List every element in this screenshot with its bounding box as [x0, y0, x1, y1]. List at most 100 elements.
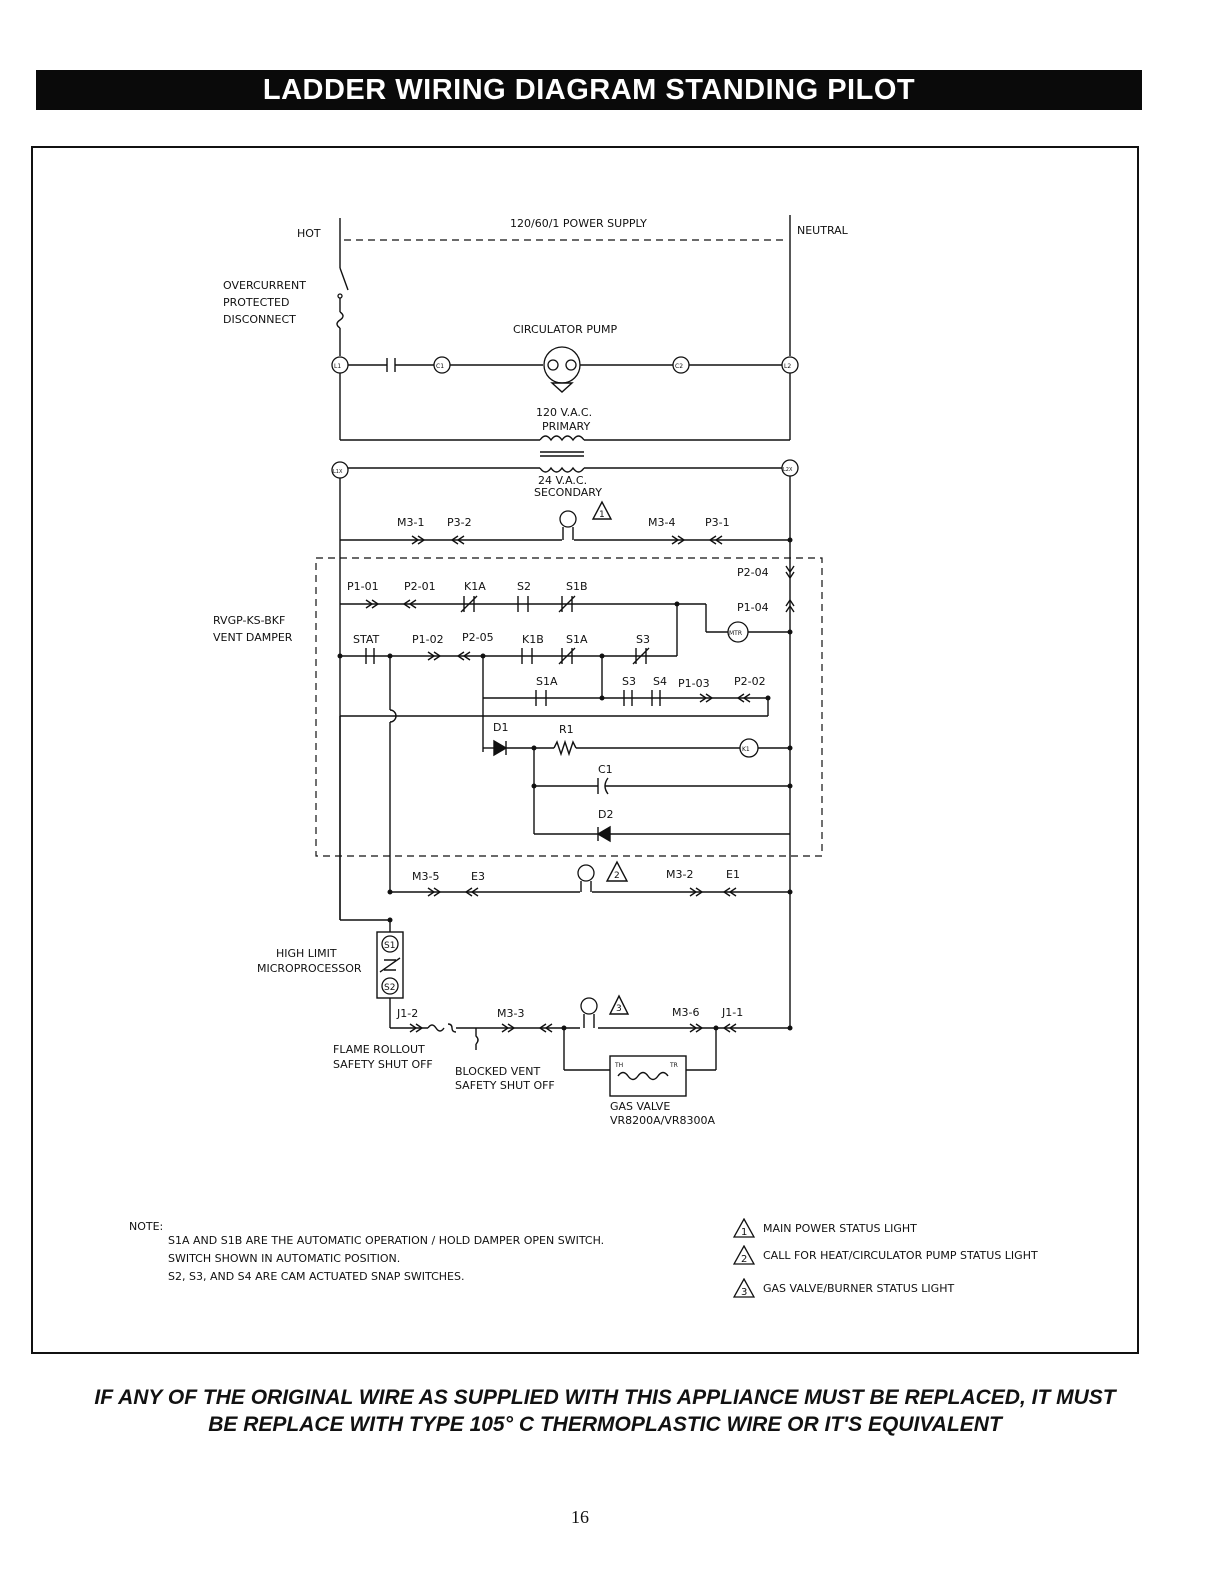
svg-text:P3-1: P3-1 — [705, 516, 730, 529]
svg-text:TR: TR — [669, 1062, 678, 1069]
legend-text: MAIN POWER STATUS LIGHT — [763, 1221, 917, 1235]
notes-heading: NOTE: — [129, 1220, 164, 1233]
hot-label: HOT — [297, 227, 321, 240]
disconnect-label-3: DISCONNECT — [223, 313, 296, 326]
svg-text:L1X: L1X — [333, 469, 343, 475]
svg-text:P1-02: P1-02 — [412, 633, 444, 646]
flame-rollout-switch — [427, 1024, 445, 1032]
svg-text:2: 2 — [614, 871, 620, 881]
primary-label-2: PRIMARY — [542, 420, 590, 433]
notes-list: S1A AND S1B ARE THE AUTOMATIC OPERATION … — [168, 1232, 604, 1286]
page-number: 16 — [571, 1507, 589, 1527]
diode-d1 — [493, 739, 508, 757]
svg-text:C1: C1 — [598, 763, 613, 776]
flame-rollout-label-1: FLAME ROLLOUT — [333, 1043, 425, 1056]
legend-item: 1 MAIN POWER STATUS LIGHT — [733, 1218, 917, 1238]
svg-text:K1: K1 — [742, 746, 750, 753]
legend-text: GAS VALVE/BURNER STATUS LIGHT — [763, 1281, 955, 1295]
gas-valve-label-2: VR8200A/VR8300A — [610, 1114, 716, 1127]
gas-valve-label-1: GAS VALVE — [610, 1100, 670, 1113]
terminal-s1 — [381, 935, 399, 953]
svg-text:S1: S1 — [384, 941, 395, 951]
disconnect-switch — [339, 267, 349, 291]
svg-text:S3: S3 — [636, 633, 650, 646]
svg-text:S2: S2 — [384, 983, 395, 993]
marker-3-icon — [608, 994, 630, 1015]
high-limit-label-2: MICROPROCESSOR — [257, 962, 362, 975]
svg-text:TH: TH — [614, 1062, 623, 1069]
svg-text:2: 2 — [741, 1254, 747, 1265]
transformer-secondary — [539, 466, 585, 473]
svg-text:C2: C2 — [675, 363, 683, 370]
svg-text:J1-1: J1-1 — [721, 1006, 743, 1019]
svg-text:P1-03: P1-03 — [678, 677, 710, 690]
svg-text:MTR: MTR — [729, 630, 742, 637]
svg-text:M3-1: M3-1 — [397, 516, 424, 529]
legend-text: CALL FOR HEAT/CIRCULATOR PUMP STATUS LIG… — [763, 1248, 1038, 1262]
page-title: LADDER WIRING DIAGRAM STANDING PILOT — [36, 70, 1142, 110]
note-line: S1A AND S1B ARE THE AUTOMATIC OPERATION … — [168, 1234, 605, 1247]
svg-text:M3-2: M3-2 — [666, 868, 693, 881]
svg-text:L1: L1 — [334, 363, 341, 370]
svg-text:M3-3: M3-3 — [497, 1007, 524, 1020]
svg-text:S4: S4 — [653, 675, 667, 688]
fuse — [336, 311, 344, 329]
secondary-label-1: 24 V.A.C. — [538, 474, 587, 487]
svg-text:C1: C1 — [436, 363, 444, 370]
svg-text:M3-4: M3-4 — [648, 516, 675, 529]
wire-replacement-warning: IF ANY OF THE ORIGINAL WIRE AS SUPPLIED … — [20, 1384, 1190, 1438]
disconnect-label-1: OVERCURRENT — [223, 279, 306, 292]
blocked-vent-label-2: SAFETY SHUT OFF — [455, 1079, 555, 1092]
power-supply-label: 120/60/1 POWER SUPPLY — [510, 217, 647, 230]
call-for-heat-status-light-icon — [577, 864, 595, 882]
svg-text:P1-01: P1-01 — [347, 580, 379, 593]
warning-line-1: IF ANY OF THE ORIGINAL WIRE AS SUPPLIED … — [94, 1386, 1116, 1409]
svg-text:M3-5: M3-5 — [412, 870, 439, 883]
svg-text:L2: L2 — [784, 363, 791, 370]
blocked-vent-label-1: BLOCKED VENT — [455, 1065, 540, 1078]
svg-text:K1A: K1A — [464, 580, 486, 593]
svg-text:S1A: S1A — [566, 633, 588, 646]
svg-text:S1A: S1A — [536, 675, 558, 688]
gas-valve-status-light-icon — [580, 997, 598, 1015]
high-limit-label-1: HIGH LIMIT — [276, 947, 337, 960]
flame-rollout-label-2: SAFETY SHUT OFF — [333, 1058, 433, 1071]
vent-damper-label-1: RVGP-KS-BKF — [213, 614, 285, 627]
transformer-primary — [539, 435, 585, 442]
circulator-pump-label: CIRCULATOR PUMP — [513, 323, 617, 336]
svg-text:P2-05: P2-05 — [462, 631, 494, 644]
marker-1-icon: 1 — [733, 1218, 755, 1238]
note-line: S2, S3, AND S4 ARE CAM ACTUATED SNAP SWI… — [168, 1270, 465, 1283]
svg-text:P2-04: P2-04 — [737, 566, 769, 579]
terminal-s2 — [381, 977, 399, 995]
svg-text:K1B: K1B — [522, 633, 544, 646]
svg-text:D2: D2 — [598, 808, 613, 821]
svg-text:S2: S2 — [517, 580, 531, 593]
vent-damper-label-2: VENT DAMPER — [213, 631, 293, 644]
svg-text:P1-04: P1-04 — [737, 601, 769, 614]
svg-text:3: 3 — [616, 1004, 622, 1014]
secondary-label-2: SECONDARY — [534, 486, 602, 499]
svg-text:1: 1 — [599, 510, 605, 520]
gas-valve — [609, 1055, 687, 1097]
disconnect-label-2: PROTECTED — [223, 296, 289, 309]
svg-text:R1: R1 — [559, 723, 574, 736]
svg-text:L2X: L2X — [783, 467, 793, 473]
marker-2-icon: 2 — [733, 1245, 755, 1265]
note-line: SWITCH SHOWN IN AUTOMATIC POSITION. — [168, 1252, 401, 1265]
vent-damper-box — [315, 557, 823, 857]
legend-item: 2 CALL FOR HEAT/CIRCULATOR PUMP STATUS L… — [733, 1245, 1038, 1265]
diode-d2 — [596, 825, 611, 843]
svg-text:STAT: STAT — [353, 633, 380, 646]
svg-text:D1: D1 — [493, 721, 508, 734]
legend-item: 3 GAS VALVE/BURNER STATUS LIGHT — [733, 1278, 954, 1298]
marker-3-icon: 3 — [733, 1278, 755, 1298]
svg-text:1: 1 — [741, 1227, 747, 1238]
svg-text:J1-2: J1-2 — [396, 1007, 418, 1020]
svg-text:S3: S3 — [622, 675, 636, 688]
svg-text:S1B: S1B — [566, 580, 588, 593]
main-power-status-light-icon — [559, 510, 577, 528]
svg-text:P2-01: P2-01 — [404, 580, 436, 593]
resistor-r1 — [553, 739, 577, 757]
